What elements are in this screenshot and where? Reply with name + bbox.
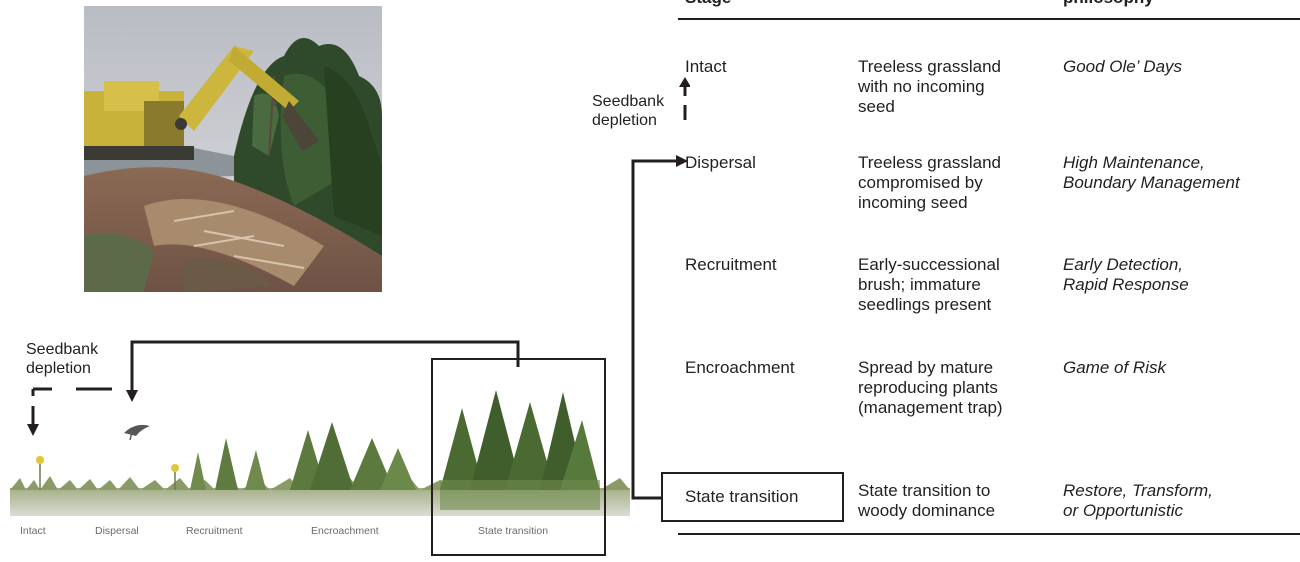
- state-transition-box: [661, 472, 844, 522]
- table-seedbank-depletion-label: Seedbank depletion: [592, 93, 665, 129]
- up-arrow-icon: [679, 77, 690, 87]
- row-state-transition-description: State transition to woody dominance: [858, 481, 996, 520]
- row-intact-description: Treeless grassland with no incoming seed: [858, 57, 1001, 116]
- table-top-rule: [678, 18, 1300, 20]
- tree-icon: [470, 390, 522, 490]
- down-arrow-icon: [27, 424, 39, 436]
- tree-icon: [350, 438, 394, 490]
- seedling-icon: [215, 438, 238, 490]
- loop-arrow-line: [631, 159, 677, 500]
- tree-icon: [560, 420, 600, 490]
- illustration-seedbank-depletion-label: Seedbank depletion: [26, 341, 99, 377]
- seedling-icon: [190, 452, 206, 490]
- down-arrow-icon: [126, 390, 138, 402]
- row-dispersal-philosophy: High Maintenance, Boundary Management: [1063, 153, 1240, 192]
- table-bottom-rule: [678, 533, 1300, 535]
- row-intact-philosophy: Good Ole’ Days: [1063, 57, 1183, 76]
- row-dispersal-stage: Dispersal: [685, 153, 756, 172]
- table-feedback-arrows: [631, 77, 690, 500]
- table-header-stage: Stage: [685, 0, 731, 8]
- succession-illustration: [10, 340, 630, 556]
- caption-intact: Intact: [20, 525, 46, 537]
- row-encroachment-stage: Encroachment: [685, 358, 795, 377]
- tree-icon: [310, 422, 354, 490]
- flower-icon: [171, 464, 179, 472]
- row-encroachment-description: Spread by mature reproducing plants (man…: [858, 358, 1003, 417]
- caption-recruitment: Recruitment: [186, 525, 243, 537]
- row-recruitment-description: Early-successional brush; immature seedl…: [858, 255, 1000, 314]
- caption-dispersal: Dispersal: [95, 525, 139, 537]
- row-state-transition-philosophy: Restore, Transform, or Opportunistic: [1063, 481, 1213, 520]
- excavator-photo: [84, 6, 382, 292]
- flower-icon: [36, 456, 44, 464]
- row-recruitment-philosophy: Early Detection, Rapid Response: [1063, 255, 1189, 294]
- illustration-loop-line: [130, 340, 520, 392]
- row-state-transition-stage: State transition: [685, 487, 799, 506]
- state-transition-illustration-box: [431, 358, 606, 556]
- caption-state-transition: State transition: [478, 525, 549, 537]
- row-encroachment-philosophy: Game of Risk: [1063, 358, 1166, 377]
- tree-icon: [440, 408, 484, 490]
- table-header-philosophy: philosophy: [1063, 0, 1154, 8]
- seedling-icon: [245, 450, 266, 490]
- right-arrow-icon: [676, 155, 688, 167]
- row-dispersal-description: Treeless grassland compromised by incomi…: [858, 153, 1001, 212]
- seed-icon: [124, 424, 150, 436]
- tree-icon: [505, 402, 555, 490]
- row-recruitment-stage: Recruitment: [685, 255, 777, 274]
- row-intact-stage: Intact: [685, 57, 727, 76]
- caption-encroachment: Encroachment: [311, 525, 379, 537]
- tree-icon: [380, 448, 416, 490]
